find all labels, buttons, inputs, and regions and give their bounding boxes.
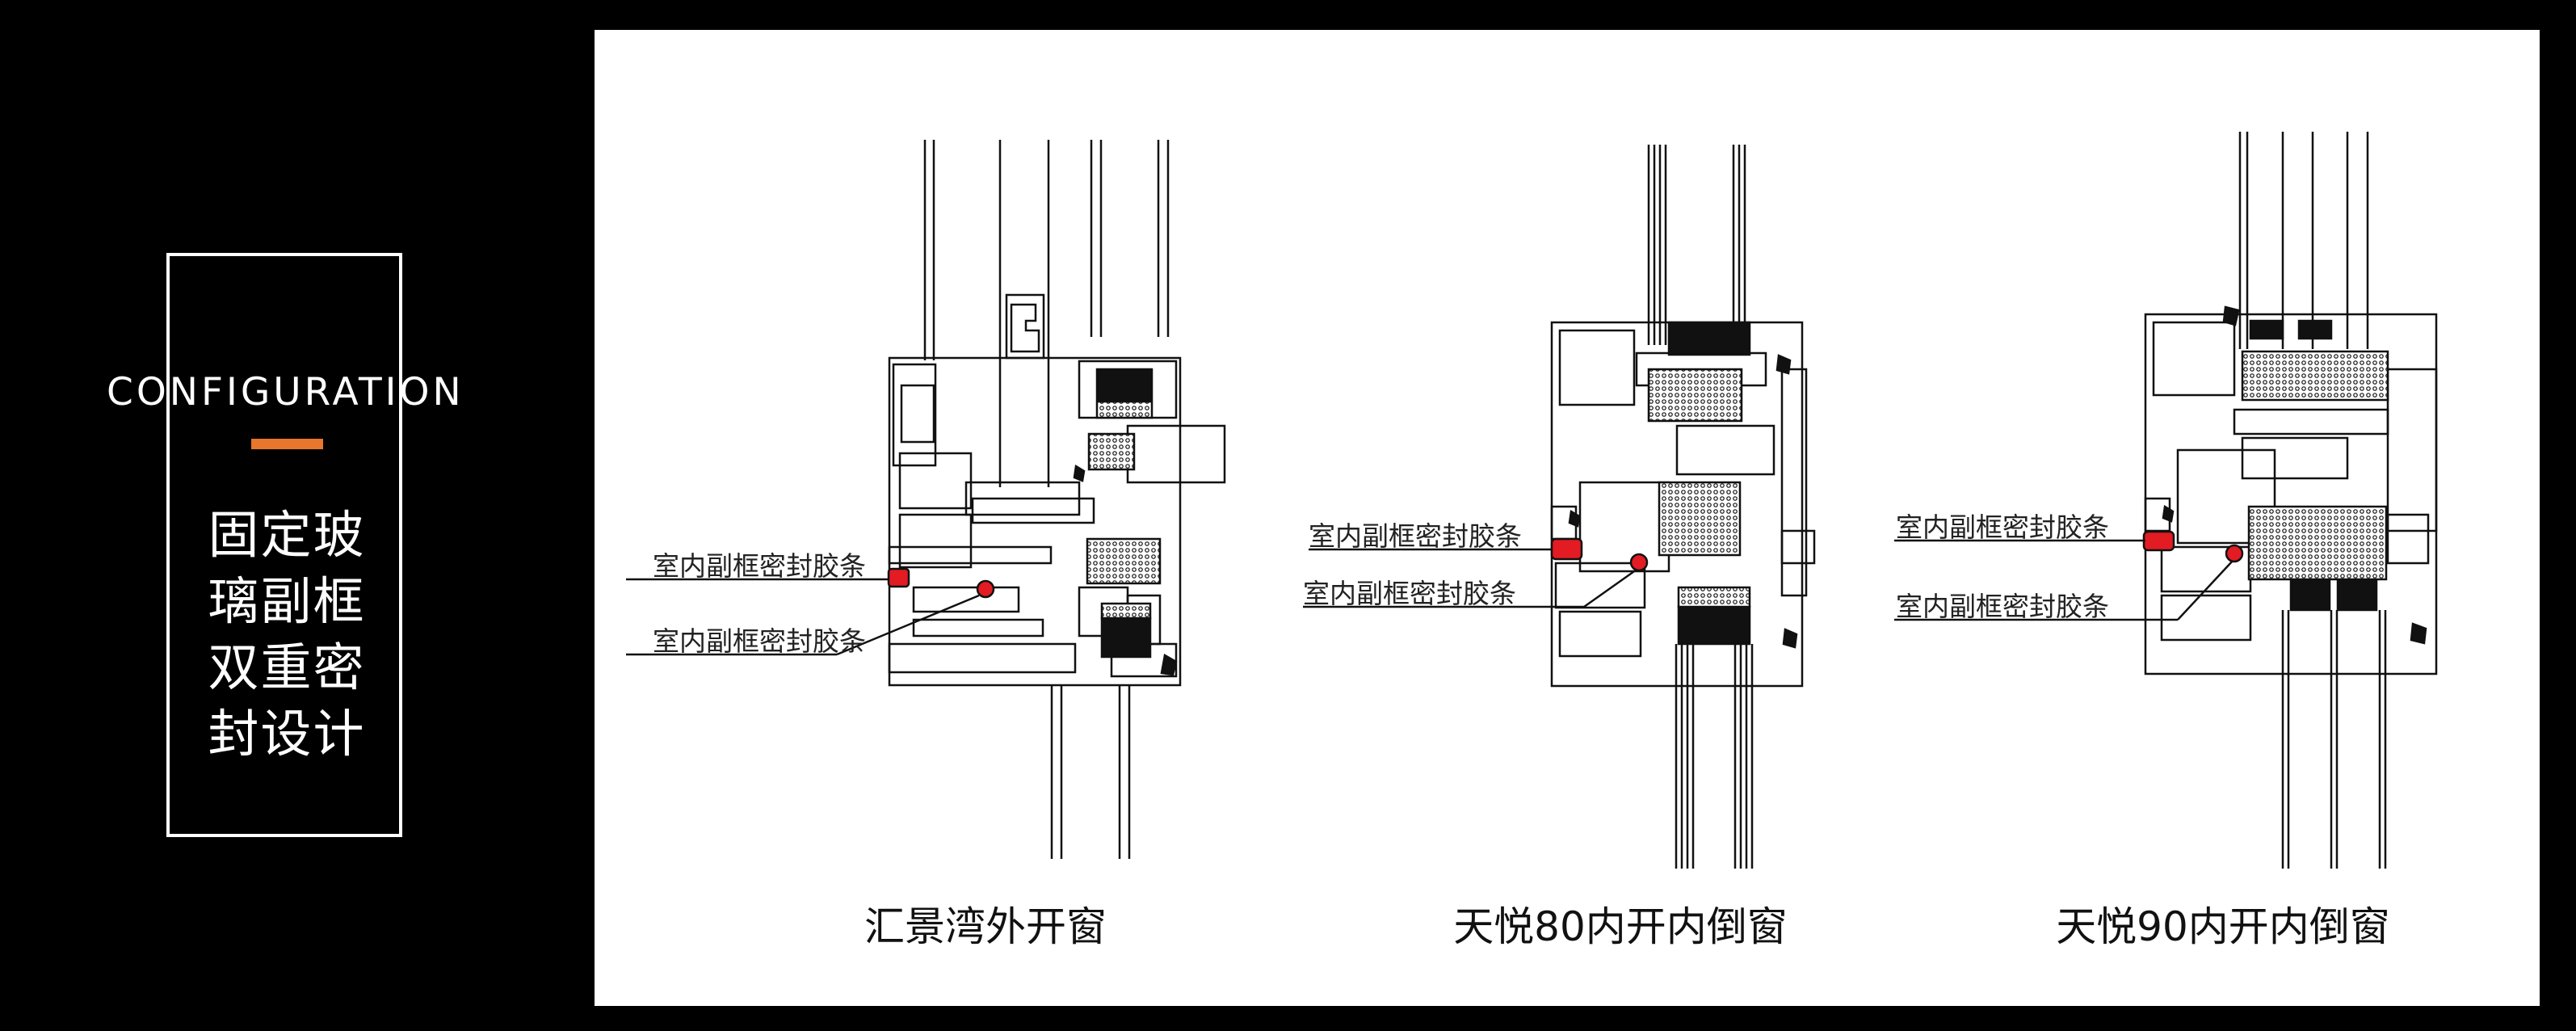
accent-bar: [251, 439, 323, 449]
title-line-4: 封设计: [208, 705, 366, 764]
callout-3a: 室内副框密封胶条: [1896, 511, 2109, 543]
title-line-1: 固定玻: [208, 506, 366, 565]
drawing-panel: 室内副框密封胶条 室内副框密封胶条 室内副框密封胶条 室内副框密封胶条 室内副框…: [595, 30, 2540, 1006]
section-title: 固定玻 璃副框 双重密 封设计: [186, 503, 388, 768]
profile-section-3: [1894, 132, 2438, 869]
title-line-3: 双重密: [208, 638, 366, 697]
left-panel: CONFIGURATION 固定玻 璃副框 双重密 封设计: [0, 0, 595, 1031]
callout-2a: 室内副框密封胶条: [1309, 520, 1522, 552]
config-label: CONFIGURATION: [107, 370, 464, 415]
section-drawings: [626, 132, 2438, 869]
caption-section-2: 天悦80内开内倒窗: [1453, 903, 1788, 950]
callout-2b: 室内副框密封胶条: [1303, 578, 1516, 609]
callout-1a: 室内副框密封胶条: [653, 550, 866, 582]
profile-section-1: [626, 140, 1226, 859]
caption-section-1: 汇景湾外开窗: [864, 903, 1107, 950]
callout-3b: 室内副框密封胶条: [1896, 591, 2109, 622]
profile-section-2: [1303, 145, 1816, 869]
caption-section-3: 天悦90内开内倒窗: [2056, 903, 2390, 950]
callout-1b: 室内副框密封胶条: [653, 625, 866, 657]
title-frame: [166, 253, 402, 837]
title-line-2: 璃副框: [208, 572, 366, 631]
